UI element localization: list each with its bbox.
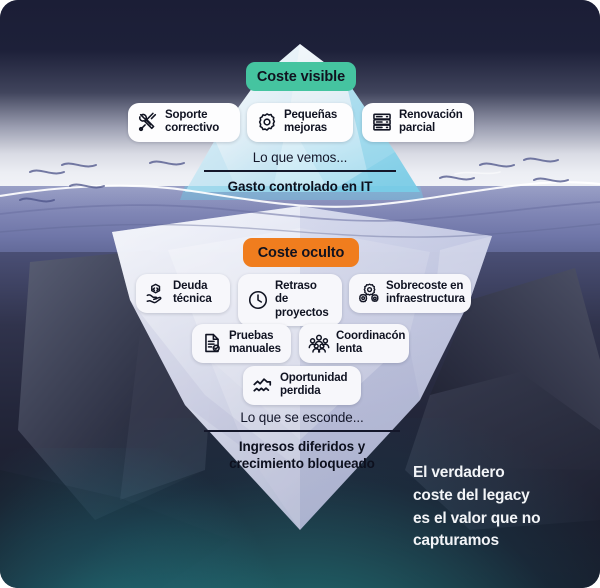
caption-hidden-rule bbox=[204, 430, 400, 432]
card-label: Oportunidad perdida bbox=[280, 372, 348, 398]
people-group-icon bbox=[308, 332, 330, 354]
conclusion-text: El verdadero coste del legacy es el valo… bbox=[413, 464, 541, 550]
gears-cluster-icon bbox=[358, 282, 380, 304]
diverging-trend-icon bbox=[252, 374, 274, 396]
card-soporte-correctivo[interactable]: Soporte correctivo bbox=[128, 103, 240, 142]
card-deuda-tecnica[interactable]: Deuda técnica bbox=[136, 274, 230, 313]
caption-visible: Lo que vemos... Gasto controlado en IT bbox=[170, 150, 430, 195]
badge-coste-oculto: Coste oculto bbox=[243, 238, 359, 267]
card-label: Renovación parcial bbox=[399, 109, 463, 135]
server-rack-icon bbox=[371, 111, 393, 133]
badge-coste-visible: Coste visible bbox=[246, 62, 356, 91]
card-label: Soporte correctivo bbox=[165, 109, 220, 135]
card-retraso-proyectos[interactable]: Retraso de proyectos bbox=[238, 274, 342, 326]
card-coordinacion-lenta[interactable]: Coordinacón lenta bbox=[299, 324, 409, 363]
card-oportunidad-perdida[interactable]: Oportunidad perdida bbox=[243, 366, 361, 405]
card-label: Coordinacón lenta bbox=[336, 330, 406, 356]
wrench-screwdriver-icon bbox=[137, 111, 159, 133]
gear-icon bbox=[256, 111, 278, 133]
card-sobrecoste-infraestructura[interactable]: Sobrecoste en infraestructura bbox=[349, 274, 471, 313]
card-label: Pruebas manuales bbox=[229, 330, 281, 356]
caption-hidden-top: Lo que se esconde... bbox=[240, 410, 364, 425]
caption-hidden: Lo que se esconde... Ingresos diferidos … bbox=[172, 410, 432, 473]
card-label: Sobrecoste en infraestructura bbox=[386, 280, 465, 306]
card-label: Pequeñas mejoras bbox=[284, 109, 338, 135]
card-pruebas-manuales[interactable]: Pruebas manuales bbox=[192, 324, 291, 363]
card-renovacion-parcial[interactable]: Renovación parcial bbox=[362, 103, 474, 142]
card-label: Retraso de proyectos bbox=[275, 280, 329, 319]
hand-code-hexagon-icon bbox=[145, 282, 167, 304]
caption-visible-rule bbox=[204, 170, 396, 172]
card-pequenas-mejoras[interactable]: Pequeñas mejoras bbox=[247, 103, 353, 142]
card-label: Deuda técnica bbox=[173, 280, 212, 306]
caption-hidden-bottom: Ingresos diferidos y crecimiento bloquea… bbox=[229, 438, 375, 472]
document-check-icon bbox=[201, 332, 223, 354]
caption-visible-bottom: Gasto controlado en IT bbox=[227, 178, 373, 194]
caption-visible-top: Lo que vemos... bbox=[252, 150, 348, 165]
clock-icon bbox=[247, 289, 269, 311]
